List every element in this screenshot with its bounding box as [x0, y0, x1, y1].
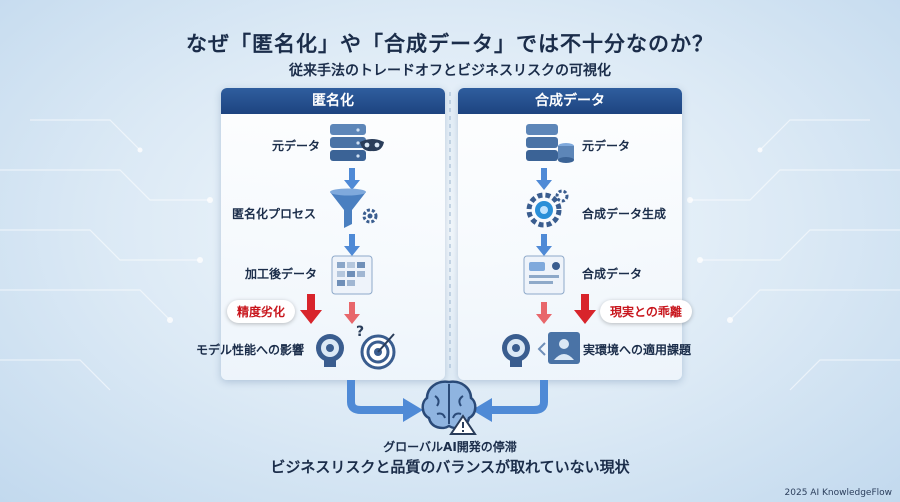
- accuracy-degradation-badge: 精度劣化: [227, 300, 296, 323]
- right-result-label: 実環境への適用課題: [583, 343, 692, 357]
- environment-scene-icon: [548, 332, 580, 364]
- red-arrow-down-icon: [536, 302, 552, 324]
- gears-icon: [526, 189, 569, 228]
- left-step-anonymize-process: 匿名化プロセス: [232, 207, 317, 221]
- arrow-down-icon: [344, 168, 360, 190]
- ai-head-icon: [502, 334, 530, 367]
- arrow-down-icon: [344, 234, 360, 256]
- left-result-label: モデル性能への影響: [196, 343, 305, 357]
- left-step-processed-data: 加工後データ: [245, 267, 318, 281]
- pixelated-data-icon: [331, 255, 373, 295]
- anonymization-panel-title: 匿名化: [221, 88, 445, 114]
- converge-arrow-right: [472, 380, 548, 422]
- reality-gap-badge: 現実との乖離: [600, 300, 692, 323]
- synthetic-document-icon: [523, 255, 565, 295]
- anonymization-panel: 匿名化: [221, 88, 445, 380]
- svg-text:?: ?: [356, 324, 364, 340]
- red-arrow-down-icon: [344, 302, 360, 324]
- synthetic-data-panel-title: 合成データ: [458, 88, 682, 114]
- right-step-synthesis: 合成データ生成: [582, 207, 667, 221]
- database-mask-icon: [330, 124, 384, 161]
- chevron-left-icon: [537, 342, 546, 356]
- right-step-source-data: 元データ: [582, 139, 631, 153]
- red-arrow-down-icon: [574, 294, 596, 324]
- page-subtitle: 従来手法のトレードオフとビジネスリスクの可視化: [289, 63, 611, 79]
- target-question-icon: ?: [356, 324, 396, 370]
- conclusion-line-2: ビジネスリスクと品質のバランスが取れていない現状: [270, 458, 630, 476]
- conclusion-line-1: グローバルAI開発の停滞: [383, 440, 517, 454]
- arrow-down-icon: [536, 234, 552, 256]
- converge-arrow-left: [347, 380, 423, 422]
- page-title: なぜ「匿名化」や「合成データ」では不十分なのか？: [186, 32, 714, 56]
- left-step-source-data: 元データ: [272, 139, 321, 153]
- arrow-down-icon: [536, 168, 552, 190]
- funnel-gear-icon: [330, 188, 378, 228]
- synthetic-data-panel: 合成データ: [458, 88, 682, 380]
- ai-head-icon: [316, 334, 344, 367]
- red-arrow-down-icon: [300, 294, 322, 324]
- brain-warning-icon: [421, 380, 477, 435]
- database-icon: [526, 124, 574, 163]
- right-step-synthetic-data: 合成データ: [582, 267, 643, 281]
- footer-credit: 2025 AI KnowledgeFlow: [784, 488, 892, 498]
